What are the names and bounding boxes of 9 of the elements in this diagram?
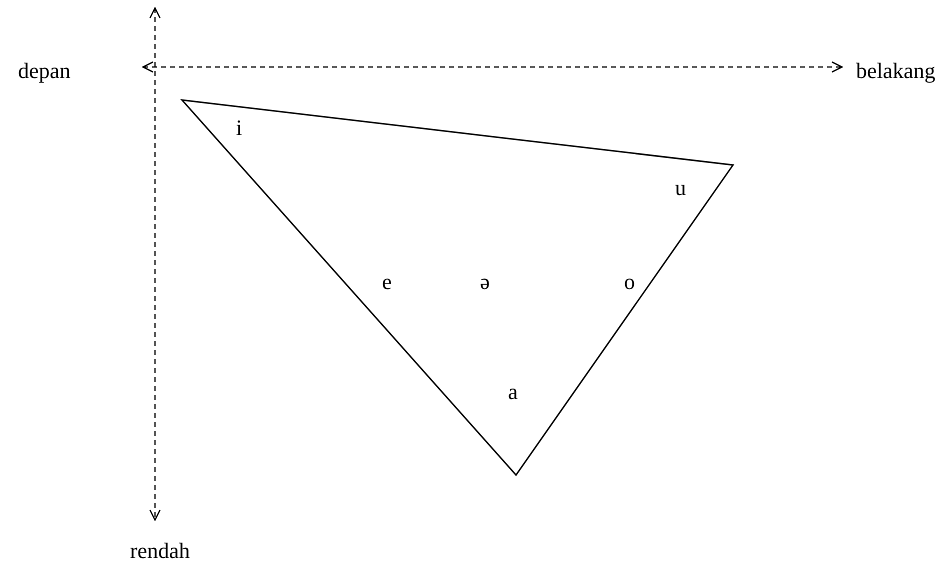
vowel-label: o (624, 271, 635, 293)
axis-label: rendah (130, 540, 190, 562)
vowel-label: a (508, 381, 518, 403)
axis-label: depan (18, 60, 71, 82)
axis-label: belakang (856, 60, 936, 82)
vowel-label: ə (480, 271, 490, 293)
vowel-label: e (382, 271, 392, 293)
vowel-label: i (236, 117, 242, 139)
vowel-label: u (675, 177, 686, 199)
